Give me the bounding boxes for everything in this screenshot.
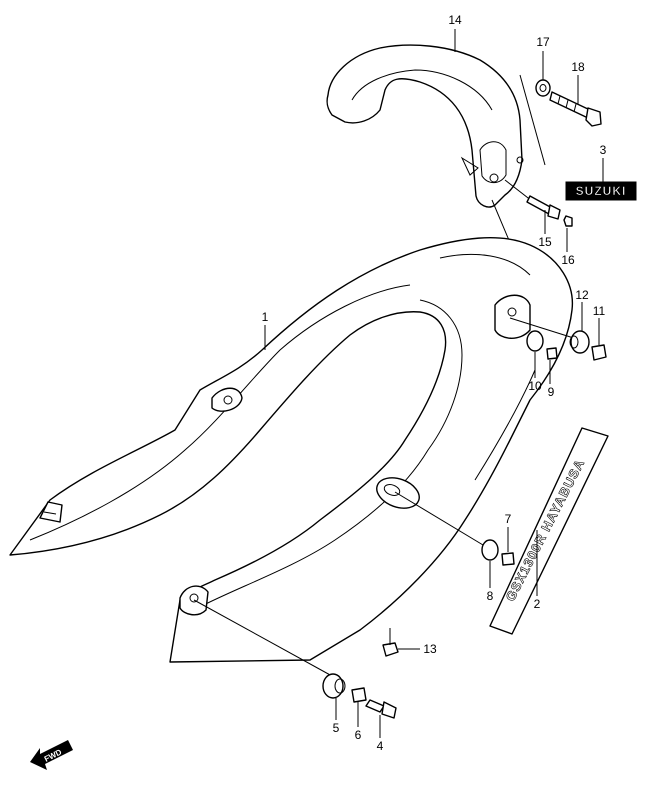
callout-14: 14 (448, 13, 462, 27)
collar-part-9 (546, 347, 558, 360)
clip-part-13 (382, 640, 399, 657)
collar-part-7 (501, 552, 515, 566)
callout-3: 3 (600, 143, 607, 157)
callout-2: 2 (534, 597, 541, 611)
callout-6: 6 (355, 728, 362, 742)
callout-15: 15 (538, 235, 552, 249)
suzuki-badge-part: SUZUKI (565, 181, 637, 201)
callout-5: 5 (333, 721, 340, 735)
callout-4: 4 (377, 739, 384, 753)
callout-labels: 14 17 18 3 15 16 1 12 11 10 9 7 8 2 13 5… (262, 13, 607, 753)
nut-part-16 (563, 215, 573, 227)
callout-leaders (264, 29, 604, 738)
collar-part-11 (591, 344, 607, 361)
callout-8: 8 (487, 589, 494, 603)
grommet-part-12 (569, 330, 590, 354)
grab-rail-part (326, 44, 524, 208)
fwd-arrow-icon: FWD (30, 740, 73, 770)
grommet-part-8 (481, 539, 499, 561)
callout-16: 16 (561, 253, 575, 267)
callout-17: 17 (536, 35, 550, 49)
callout-18: 18 (571, 60, 585, 74)
callout-11: 11 (593, 304, 606, 318)
grommet-part-10 (526, 330, 544, 352)
grommet-part-5 (322, 673, 346, 699)
collar-part-6 (351, 687, 367, 703)
callout-9: 9 (548, 385, 555, 399)
washer-part-17 (535, 79, 551, 97)
callout-13: 13 (423, 642, 437, 656)
bolt-part-18 (549, 91, 602, 127)
seat-tail-cowl-part (9, 237, 574, 663)
callout-12: 12 (575, 288, 589, 302)
bolt-part-4 (365, 699, 397, 719)
callout-1: 1 (262, 310, 269, 324)
bolt-part-15 (526, 195, 561, 220)
decal-text: GSX1300R HAYABUSA (503, 456, 588, 603)
badge-text: SUZUKI (576, 184, 627, 198)
callout-7: 7 (505, 512, 512, 526)
callout-10: 10 (528, 379, 542, 393)
